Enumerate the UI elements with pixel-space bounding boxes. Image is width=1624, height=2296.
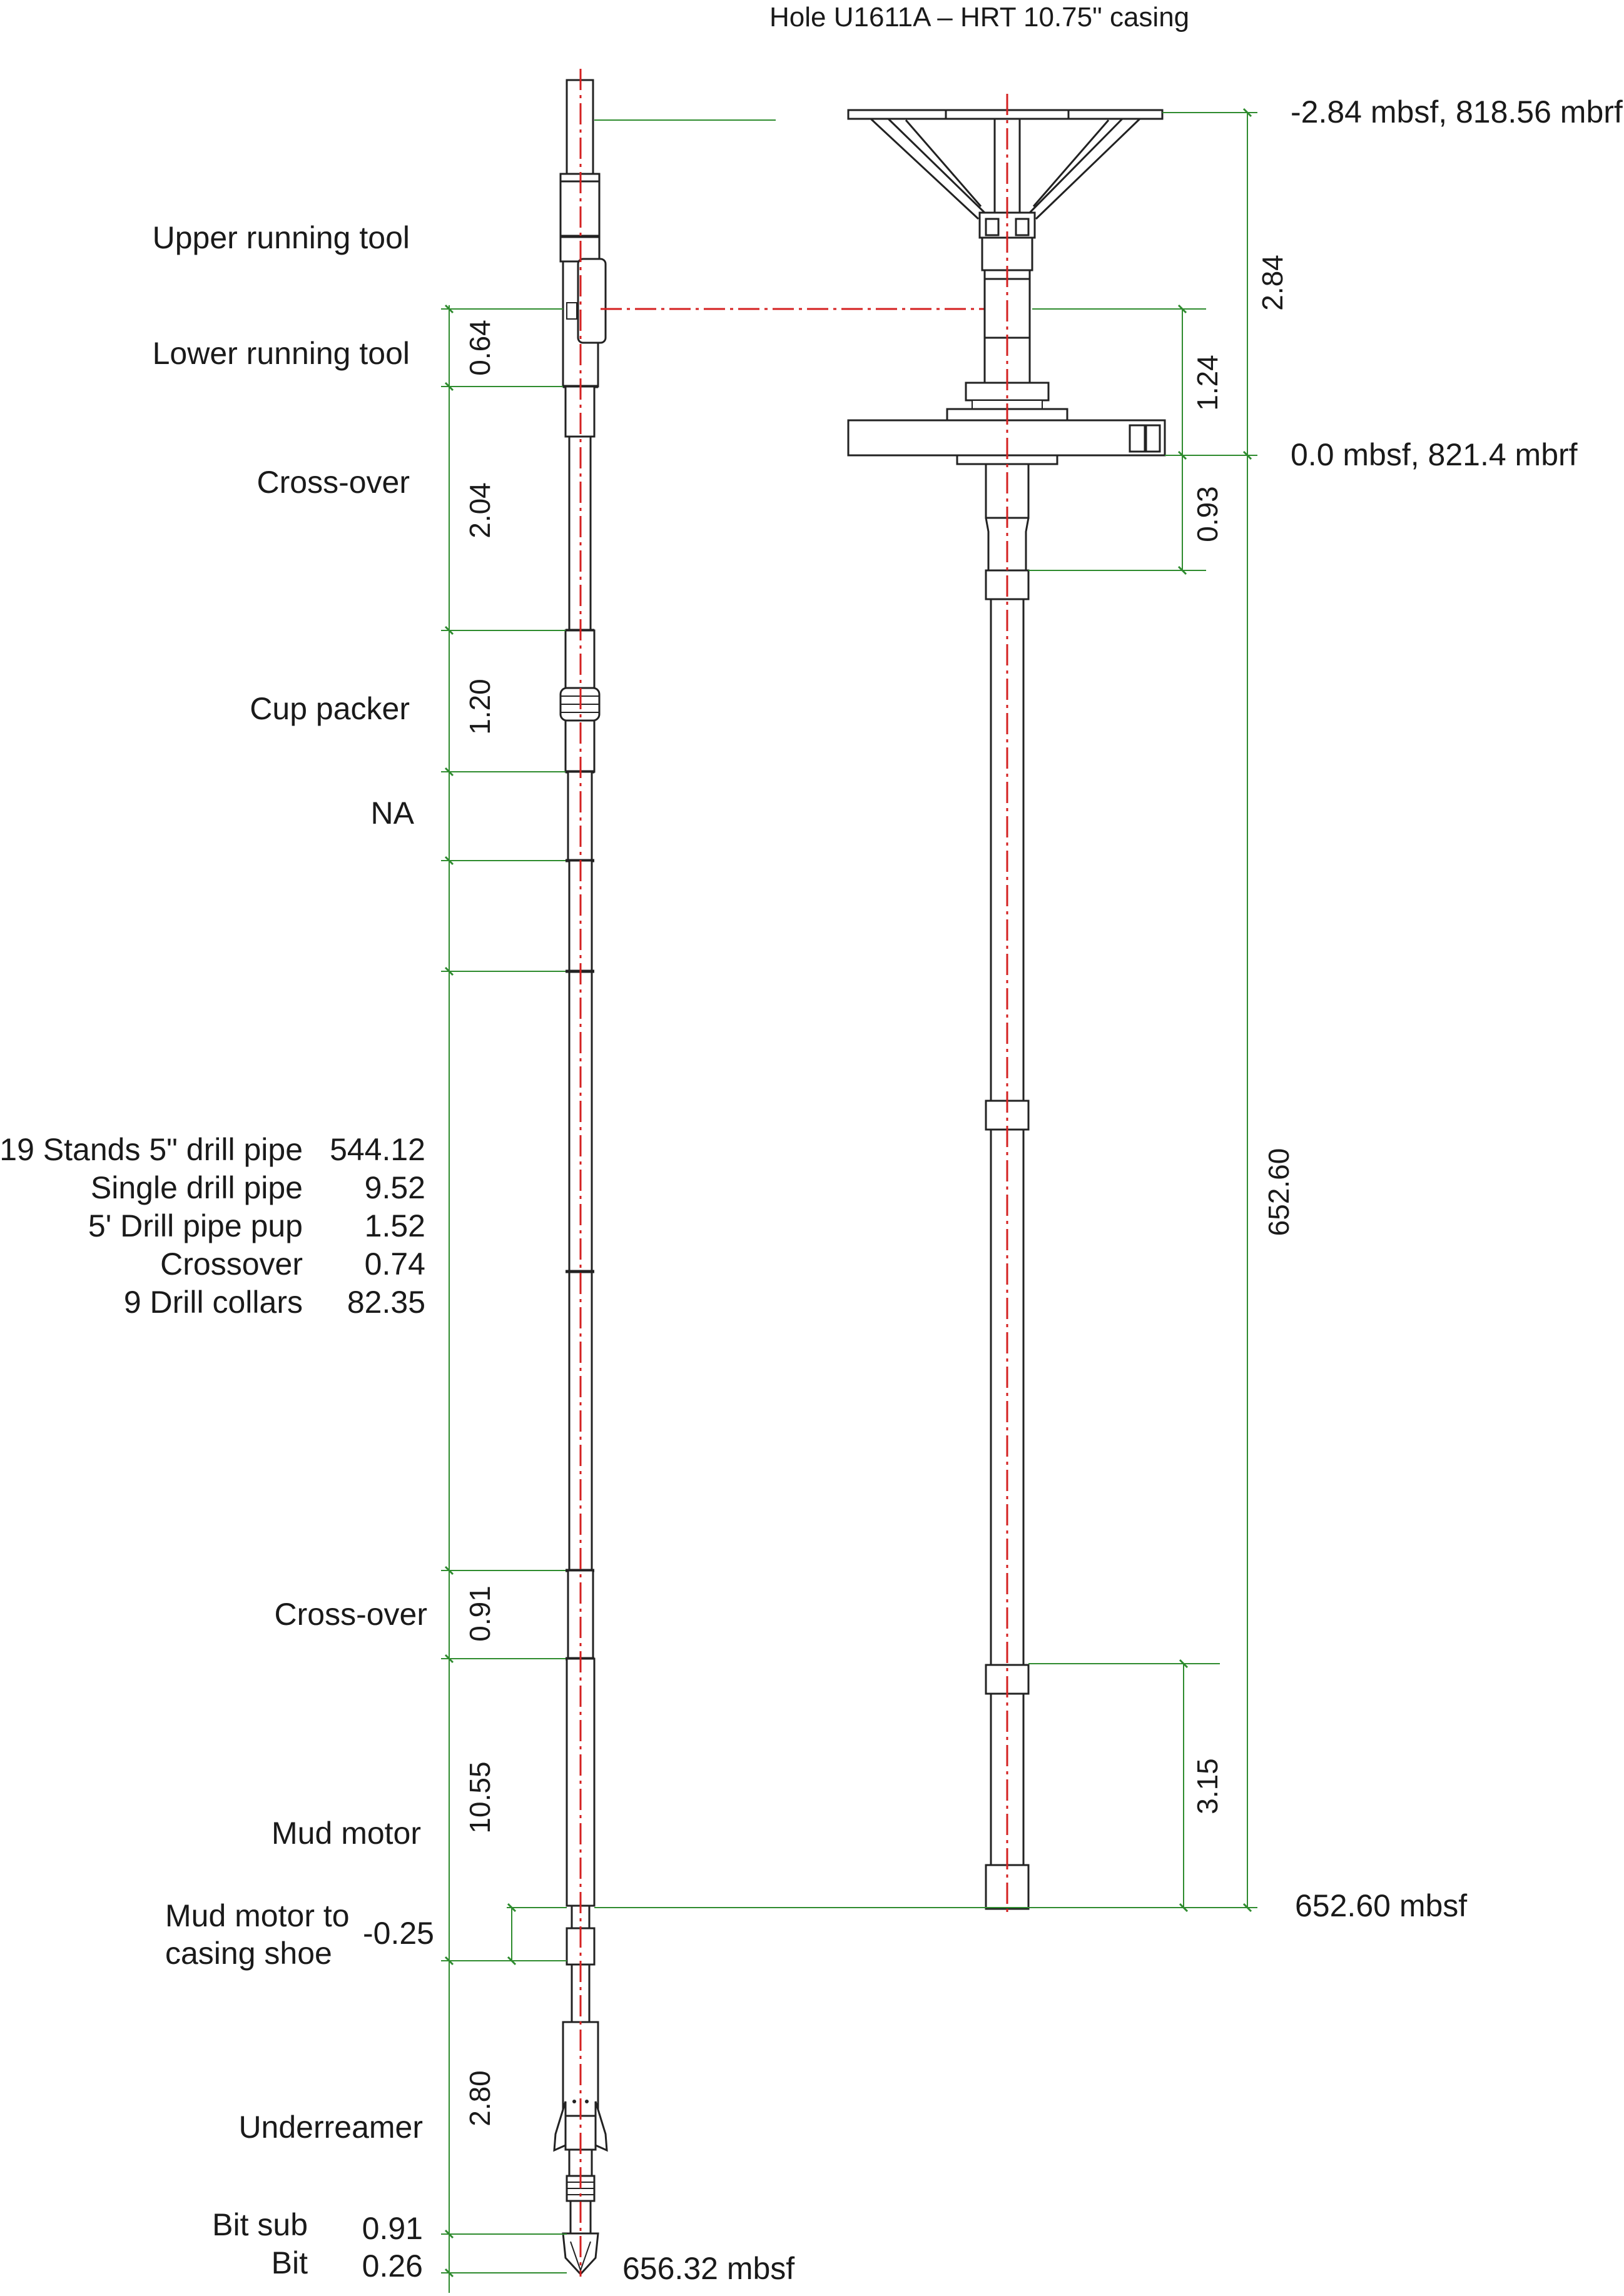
dim-mud-motor: 10.55: [464, 1761, 496, 1833]
label-cross-over-2: Cross-over: [275, 1597, 427, 1632]
dim-cross-over: 2.04: [464, 482, 496, 539]
label-mud-motor: Mud motor: [272, 1816, 421, 1851]
left-dimension-values: 0.64 2.04 1.20 0.91 10.55 -0.25 2.80: [363, 320, 496, 2127]
label-mm-to-shoe-line2: casing shoe: [165, 1936, 332, 1971]
length-pup: 1.52: [365, 1208, 425, 1243]
dim-hrt: 1.24: [1191, 355, 1224, 411]
label-underreamer: Underreamer: [238, 2110, 423, 2145]
depth-seafloor: 0.0 mbsf, 821.4 mbrf: [1291, 437, 1578, 472]
label-mm-to-shoe-line1: Mud motor to: [165, 1898, 350, 1933]
label-collars: 9 Drill collars: [124, 1285, 303, 1320]
underreamer-arm-left: [553, 2101, 567, 2152]
cone-strut-right: [1028, 118, 1141, 220]
lower-running-tool-lug: [577, 258, 607, 344]
length-single: 9.52: [365, 1170, 425, 1205]
dim-below-hrt: 0.93: [1191, 486, 1224, 542]
label-na: NA: [371, 796, 415, 831]
depth-top: -2.84 mbsf, 818.56 mbrf: [1291, 94, 1623, 129]
dim-underreamer: 2.80: [464, 2070, 496, 2127]
top-stub: [566, 79, 594, 175]
lower-running-tool-pin: [566, 302, 577, 320]
dim-top: 2.84: [1256, 255, 1289, 311]
dim-lower-running-tool: 0.64: [464, 320, 496, 376]
underreamer-arm-right: [594, 2101, 608, 2152]
label-lower-running-tool: Lower running tool: [153, 336, 410, 371]
label-cross-over-1: Cross-over: [257, 465, 410, 500]
length-bit-sub: 0.91: [362, 2211, 423, 2246]
label-upper-running-tool: Upper running tool: [153, 220, 410, 255]
label-stands: 19 Stands 5" drill pipe: [0, 1132, 303, 1167]
dim-total: 652.60: [1262, 1148, 1295, 1237]
label-bit: Bit: [272, 2245, 308, 2280]
dimension-lines: [441, 108, 1257, 2293]
depth-labels: -2.84 mbsf, 818.56 mbrf 0.0 mbsf, 821.4 …: [622, 94, 1623, 2286]
dim-shoe-joint: 3.15: [1191, 1758, 1224, 1814]
dim-cross-over-2: 0.91: [464, 1585, 496, 1642]
label-bit-sub: Bit sub: [212, 2207, 308, 2242]
length-crossover: 0.74: [365, 1247, 425, 1282]
dim-mm-to-shoe: -0.25: [363, 1916, 434, 1951]
right-dimension-values: 2.84 1.24 0.93 652.60 3.15: [1191, 255, 1295, 1814]
label-crossover: Crossover: [160, 1247, 303, 1282]
length-bit: 0.26: [362, 2248, 423, 2283]
dim-cup-packer: 1.20: [464, 679, 496, 735]
length-stands: 544.12: [330, 1132, 425, 1167]
label-cup-packer: Cup packer: [250, 691, 410, 726]
reentry-cone-plate: [847, 109, 1164, 120]
label-single: Single drill pipe: [91, 1170, 303, 1205]
cone-strut-left: [870, 118, 986, 220]
depth-shoe: 652.60 mbsf: [1295, 1888, 1467, 1923]
label-pup: 5' Drill pipe pup: [88, 1208, 303, 1243]
component-labels: Upper running tool Lower running tool Cr…: [0, 220, 427, 2283]
depth-bit: 656.32 mbsf: [622, 2251, 794, 2286]
length-collars: 82.35: [347, 1285, 425, 1320]
bha-string: [553, 79, 608, 2276]
diagram-title: Hole U1611A – HRT 10.75" casing: [769, 2, 1189, 33]
